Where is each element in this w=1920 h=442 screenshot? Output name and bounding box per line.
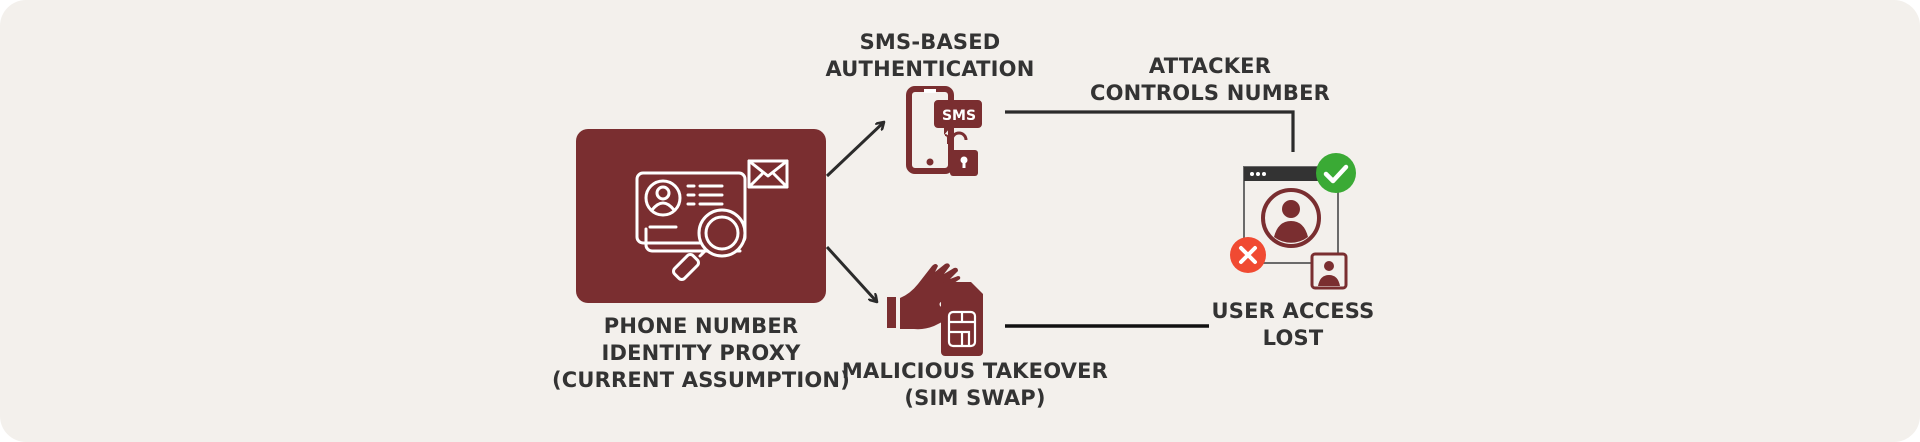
arrow-to-sim-swap [825,245,877,302]
label-line: (CURRENT ASSUMPTION) [551,368,851,392]
label-line: CONTROLS NUMBER [1089,81,1331,105]
label-line: IDENTITY PROXY [601,341,801,365]
id-card-search-icon [635,159,789,281]
label-line: PHONE NUMBER [603,314,799,338]
phone-sms-unlock-icon: SMS [906,86,982,176]
access-lost-label: USER ACCESS LOST [1193,298,1393,352]
error-x-icon [1230,237,1266,273]
arrow-to-sms-auth [825,122,884,178]
identity-proxy-box [576,129,826,303]
label-line: ATTACKER [1148,54,1272,78]
label-line: AUTHENTICATION [825,57,1035,81]
label-line: SMS-BASED [859,30,1001,54]
line-sms-to-access-lost [1005,110,1295,152]
label-line: USER ACCESS [1211,299,1375,323]
sms-badge-text: SMS [942,108,976,124]
identity-proxy-label: PHONE NUMBER IDENTITY PROXY (CURRENT ASS… [551,313,851,394]
sms-auth-label: SMS-BASED AUTHENTICATION [805,29,1055,83]
label-line: (SIM SWAP) [904,386,1046,410]
sim-swap-label: MALICIOUS TAKEOVER (SIM SWAP) [825,358,1125,412]
profile-card-icon [1310,252,1348,290]
check-icon [1316,153,1356,193]
hand-sim-card-icon [887,263,983,356]
label-line: LOST [1262,326,1324,350]
attacker-label: ATTACKER CONTROLS NUMBER [1060,53,1360,107]
label-line: MALICIOUS TAKEOVER [841,359,1109,383]
browser-user-account-icon [1230,153,1356,290]
